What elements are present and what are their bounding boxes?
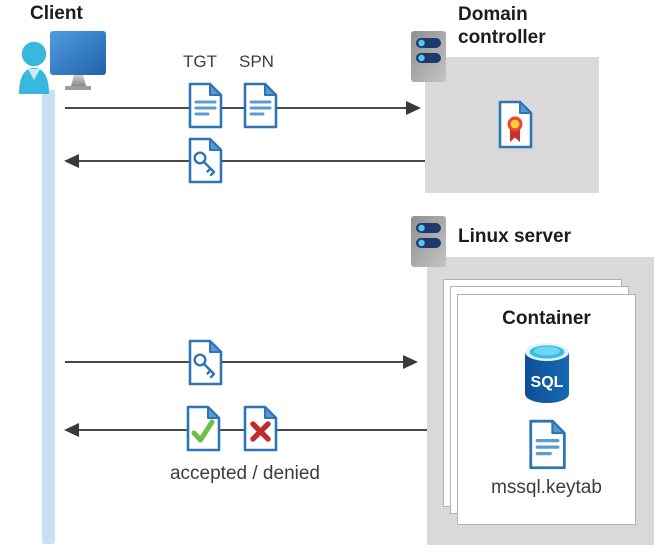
- domain-controller-server-icon: [411, 31, 446, 82]
- keytab-document-icon: [528, 419, 566, 470]
- ticket-key-document-icon: [188, 137, 223, 184]
- x-glyph: [250, 421, 271, 442]
- domain-controller-label: Domain controller: [458, 4, 546, 48]
- person-head: [20, 40, 48, 68]
- linux-server-icon: [411, 216, 446, 267]
- tgt-document-icon: [188, 82, 223, 129]
- arrow-client-to-domain-controller: [65, 101, 421, 115]
- accepted-denied-caption: accepted / denied: [169, 463, 320, 484]
- container-card-front: Container SQL mssql.keytab: [457, 294, 636, 525]
- denied-document-icon: [243, 405, 278, 452]
- accepted-document-icon: [186, 405, 221, 452]
- spn-label: SPN: [239, 52, 274, 71]
- tgt-label: TGT: [183, 52, 217, 71]
- client-user-monitor-icon: [19, 31, 106, 94]
- client-label: Client: [30, 3, 83, 24]
- person-collar: [28, 69, 40, 80]
- monitor-stand: [71, 75, 86, 86]
- container-label: Container: [502, 308, 591, 329]
- rosette-center: [510, 119, 520, 129]
- monitor-base: [65, 86, 91, 90]
- arrow-client-to-linux-server: [65, 355, 418, 369]
- client-lifeline: [42, 90, 55, 544]
- keytab-filename: mssql.keytab: [491, 477, 602, 498]
- linux-server-label: Linux server: [458, 226, 571, 247]
- key-glyph: [193, 151, 216, 177]
- check-glyph: [191, 419, 215, 443]
- person-body: [19, 68, 49, 94]
- sql-label: SQL: [530, 374, 563, 391]
- sql-database-icon: SQL: [524, 343, 569, 403]
- arrow-domain-controller-to-client: [64, 154, 425, 168]
- certificate-icon: [498, 100, 533, 149]
- key-glyph: [193, 353, 216, 379]
- spn-document-icon: [243, 82, 278, 129]
- service-ticket-key-document-icon: [188, 339, 223, 386]
- monitor-shape: [50, 31, 106, 75]
